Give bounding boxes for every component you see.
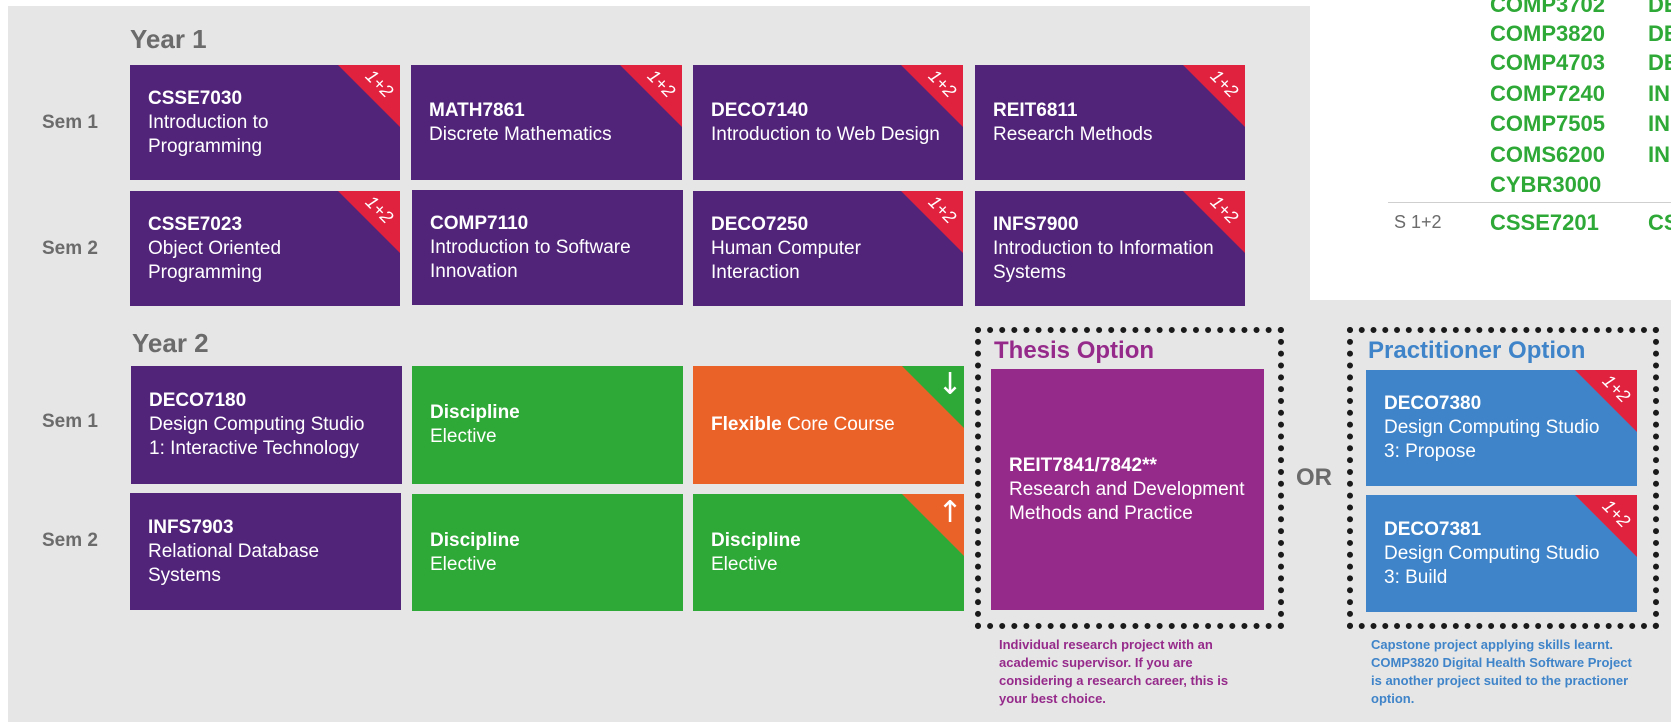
elective-label: Discipline [711, 529, 801, 551]
course-code: DECO7140 [711, 99, 809, 121]
sem-1-label: Sem 1 [42, 112, 98, 133]
elective-type: Elective [430, 553, 497, 575]
course-name: IN [1648, 81, 1670, 106]
course-name: Introduction to Web Design [711, 123, 940, 145]
elective-type: Elective [711, 553, 778, 575]
course-semester: S 1+2 [1394, 212, 1442, 232]
arrow-glyph: ↑ [937, 495, 962, 530]
thesis-option-title: Thesis Option [994, 337, 1155, 364]
course-name: Design Computing Studio 3: Propose [1384, 417, 1600, 462]
course-card-comp7110[interactable]: COMP7110 Introduction to Software Innova… [412, 190, 683, 305]
semester-1-2-badge-icon: 1+2 [1183, 191, 1245, 253]
semester-1-2-badge-icon: 1+2 [338, 191, 400, 253]
discipline-elective-card[interactable]: Discipline Elective [412, 494, 683, 611]
course-code: DECO7381 [1384, 518, 1482, 540]
course-code[interactable]: COMP3702 [1490, 0, 1605, 17]
divider [1388, 202, 1671, 203]
course-name: DE [1648, 21, 1671, 46]
semester-1-2-badge-icon: 1+2 [1575, 370, 1637, 432]
course-card-deco7250[interactable]: DECO7250 Human Computer Interaction 1+2 [693, 191, 963, 306]
course-code: DECO7380 [1384, 393, 1482, 414]
course-name: IN [1648, 142, 1670, 167]
semester-1-2-badge-icon: 1+2 [901, 65, 963, 127]
arrow-glyph: ↓ [937, 367, 962, 402]
sem-1-label: Sem 1 [42, 411, 98, 432]
course-code: DECO7250 [711, 213, 809, 235]
core-course-label: Core Course [781, 414, 895, 435]
course-code: CSSE7030 [148, 87, 243, 109]
course-card-math7861[interactable]: MATH7861 Discrete Mathematics 1+2 [411, 65, 682, 180]
course-name: Introduction to Programming [148, 111, 269, 157]
course-code[interactable]: CSSE7201 [1490, 210, 1599, 235]
discipline-elective-card[interactable]: Discipline Elective ↑ [693, 494, 964, 611]
semester-1-2-badge-icon: 1+2 [620, 65, 682, 127]
semester-1-2-badge-icon: 1+2 [1575, 495, 1637, 557]
up-arrow-badge-icon: ↑ [902, 494, 964, 556]
course-name: Introduction to Software Innovation [430, 236, 631, 282]
elective-type: Elective [430, 426, 497, 447]
course-name: Introduction to Information Systems [993, 237, 1214, 283]
course-card-infs7903[interactable]: INFS7903 Relational Database Systems [130, 493, 401, 610]
flexible-label: Flexible [711, 414, 782, 435]
course-card-deco7140[interactable]: DECO7140 Introduction to Web Design 1+2 [693, 65, 963, 180]
elective-label: Discipline [430, 529, 520, 551]
sem-2-label: Sem 2 [42, 530, 98, 551]
course-card-deco7381[interactable]: DECO7381 Design Computing Studio 3: Buil… [1366, 495, 1637, 612]
course-name: Design Computing Studio 1: Interactive T… [149, 414, 365, 459]
course-code: DECO7180 [149, 390, 247, 411]
flexible-core-label: Flexible Core Course [711, 413, 946, 437]
flexible-core-course-card[interactable]: Flexible Core Course ↓ [693, 366, 964, 484]
course-name: IN [1648, 111, 1670, 136]
down-arrow-badge-icon: ↓ [902, 366, 964, 428]
course-code[interactable]: COMP4703 [1490, 50, 1605, 75]
semester-1-2-badge-icon: 1+2 [901, 191, 963, 253]
course-name: DE [1648, 0, 1671, 17]
course-code[interactable]: CYBR3000 [1490, 172, 1602, 197]
year-2-title: Year 2 [132, 328, 209, 358]
course-card-deco7380[interactable]: DECO7380 Design Computing Studio 3: Prop… [1366, 370, 1637, 486]
thesis-option-box [975, 327, 1284, 629]
year-1-title: Year 1 [130, 24, 207, 54]
discipline-elective-card[interactable]: Discipline Elective [412, 366, 683, 484]
elective-label: Discipline [430, 402, 520, 423]
course-name: Object Oriented Programming [148, 237, 282, 283]
course-name: Design Computing Studio 3: Build [1384, 542, 1600, 588]
course-code[interactable]: COMP7505 [1490, 111, 1605, 136]
course-code: COMP7110 [430, 212, 529, 234]
course-code: REIT7841/7842** [1009, 454, 1157, 476]
course-code: MATH7861 [429, 99, 525, 121]
semester-1-2-badge-icon: 1+2 [338, 65, 400, 127]
course-code: INFS7903 [148, 516, 234, 538]
or-label: OR [1296, 464, 1332, 491]
course-card-reit6811[interactable]: REIT6811 Research Methods 1+2 [975, 65, 1245, 180]
sem-2-label: Sem 2 [42, 238, 98, 259]
practitioner-option-box [1347, 327, 1659, 629]
course-card-infs7900[interactable]: INFS7900 Introduction to Information Sys… [975, 191, 1245, 306]
course-name: Relational Database Systems [148, 540, 320, 586]
course-card-csse7023[interactable]: CSSE7023 Object Oriented Programming 1+2 [130, 191, 400, 306]
course-code: INFS7900 [993, 213, 1079, 235]
course-name: DE [1648, 50, 1671, 75]
practitioner-option-note: Capstone project applying skills learnt.… [1371, 637, 1632, 706]
course-code[interactable]: COMP7240 [1490, 81, 1605, 106]
course-card-csse7030[interactable]: CSSE7030 Introduction to Programming 1+2 [130, 65, 400, 180]
course-name: Research Methods [993, 123, 1153, 145]
course-name: CS [1648, 210, 1671, 235]
semester-1-2-badge-icon: 1+2 [1183, 65, 1245, 127]
course-card-reit7841-7842[interactable]: REIT7841/7842** Research and Development… [991, 369, 1264, 610]
course-card-deco7180[interactable]: DECO7180 Design Computing Studio 1: Inte… [131, 366, 402, 484]
practitioner-option-title: Practitioner Option [1368, 337, 1586, 364]
course-code: REIT6811 [993, 99, 1078, 121]
course-name: Research and Development Methods and Pra… [1009, 478, 1245, 524]
course-name: Human Computer Interaction [711, 237, 861, 283]
course-name: Discrete Mathematics [429, 123, 612, 145]
thesis-option-note: Individual research project with an acad… [999, 637, 1229, 706]
course-code[interactable]: COMS6200 [1490, 142, 1605, 167]
course-code: CSSE7023 [148, 213, 243, 235]
course-code[interactable]: COMP3820 [1490, 21, 1605, 46]
